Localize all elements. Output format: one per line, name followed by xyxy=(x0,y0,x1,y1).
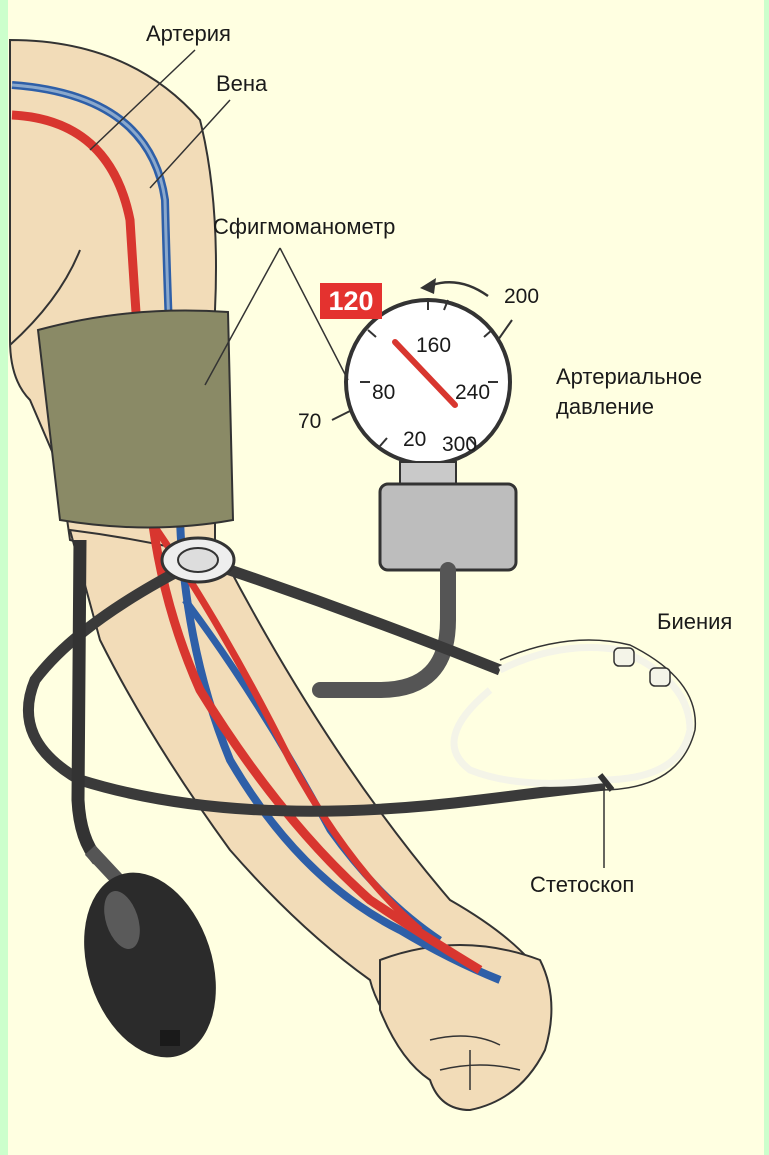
cuff xyxy=(38,310,233,527)
label-sphygmomanometer: Сфигмоманометр xyxy=(213,215,395,239)
bulb-end xyxy=(160,1030,180,1046)
gauge-neck xyxy=(400,462,456,486)
dial-label-20: 20 xyxy=(403,428,426,452)
bulb-valve xyxy=(90,850,118,880)
tick-70 xyxy=(332,410,352,420)
pressure-bulb xyxy=(62,855,239,1074)
dial-label-200: 200 xyxy=(504,285,539,309)
label-vein: Вена xyxy=(216,72,267,96)
chest-piece-inner xyxy=(178,548,218,572)
earpiece-tip-2 xyxy=(650,668,670,686)
label-stethoscope: Стетоскоп xyxy=(530,873,634,897)
dial-label-70: 70 xyxy=(298,410,321,434)
earpiece-tip-1 xyxy=(614,648,634,666)
label-blood-pressure: Артериальное давление xyxy=(556,362,702,421)
rotation-arrow xyxy=(432,282,488,296)
gauge-body xyxy=(380,484,516,570)
label-blood-pressure-line2: давление xyxy=(556,392,702,422)
highlight-reading: 120 xyxy=(320,283,382,319)
dial-label-160: 160 xyxy=(416,334,451,358)
fist xyxy=(380,945,551,1110)
dial-label-300: 300 xyxy=(442,433,477,457)
dial-label-80: 80 xyxy=(372,381,395,405)
dial-label-240: 240 xyxy=(455,381,490,405)
rotation-arrowhead xyxy=(420,278,436,294)
label-beats: Биения xyxy=(657,610,732,634)
label-blood-pressure-line1: Артериальное xyxy=(556,362,702,392)
label-artery: Артерия xyxy=(146,22,231,46)
tick-200 xyxy=(498,320,512,340)
